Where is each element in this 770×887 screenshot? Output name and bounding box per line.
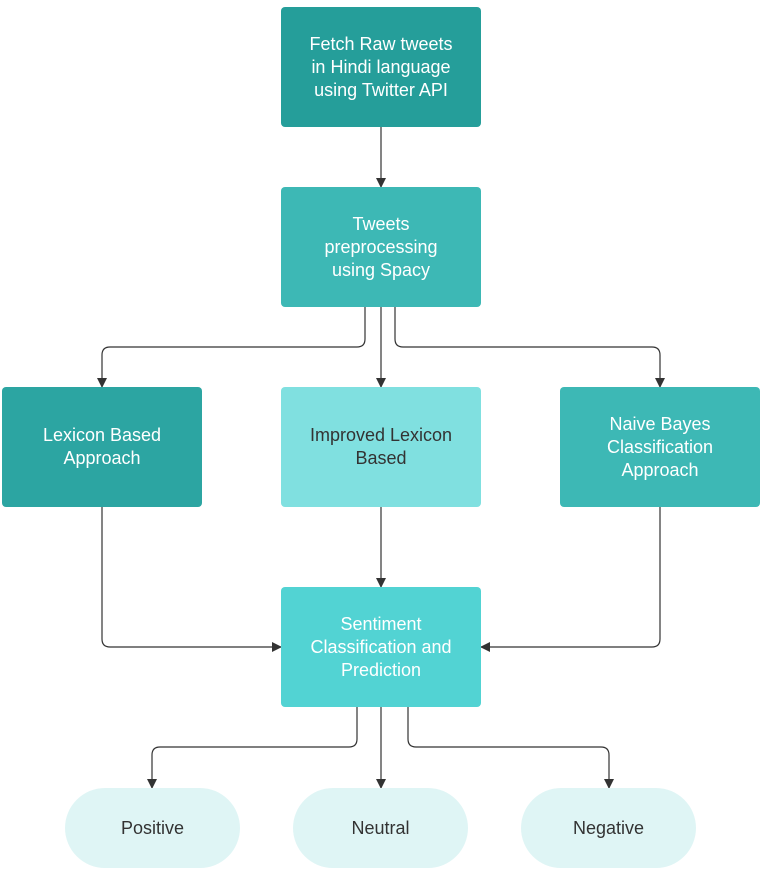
edge-sentiment-to-negative <box>407 707 614 789</box>
node-sentiment-classification-label: Sentiment Classification and Prediction <box>310 613 452 680</box>
outcome-negative: Negative <box>521 788 696 868</box>
outcome-positive: Positive <box>65 788 240 868</box>
outcome-neutral: Neutral <box>293 788 468 868</box>
node-sentiment-classification: Sentiment Classification and Prediction <box>281 587 481 707</box>
edge-sentiment-to-positive <box>147 707 358 789</box>
node-naive-bayes: Naive Bayes Classification Approach <box>560 387 760 507</box>
node-lexicon-based: Lexicon Based Approach <box>2 387 202 507</box>
edge-lexicon-to-sentiment <box>101 507 282 652</box>
node-tweets-preprocessing-label: Tweets preprocessing using Spacy <box>324 213 438 280</box>
node-tweets-preprocessing: Tweets preprocessing using Spacy <box>281 187 481 307</box>
node-improved-lexicon-label: Improved Lexicon Based <box>309 425 453 468</box>
edge-preprocess-to-lexicon <box>97 307 366 388</box>
node-improved-lexicon: Improved Lexicon Based <box>281 387 481 507</box>
outcome-positive-label: Positive <box>120 817 185 838</box>
edge-naive-bayes-to-sentiment <box>480 507 661 652</box>
node-naive-bayes-label: Naive Bayes Classification Approach <box>606 413 714 480</box>
node-lexicon-based-label: Lexicon Based Approach <box>42 425 162 468</box>
node-fetch-raw-tweets-label: Fetch Raw tweets in Hindi language using… <box>309 33 453 100</box>
node-fetch-raw-tweets: Fetch Raw tweets in Hindi language using… <box>281 7 481 127</box>
outcome-neutral-label: Neutral <box>351 817 410 838</box>
outcome-negative-label: Negative <box>572 817 645 838</box>
edge-preprocess-to-naive-bayes <box>394 307 665 388</box>
